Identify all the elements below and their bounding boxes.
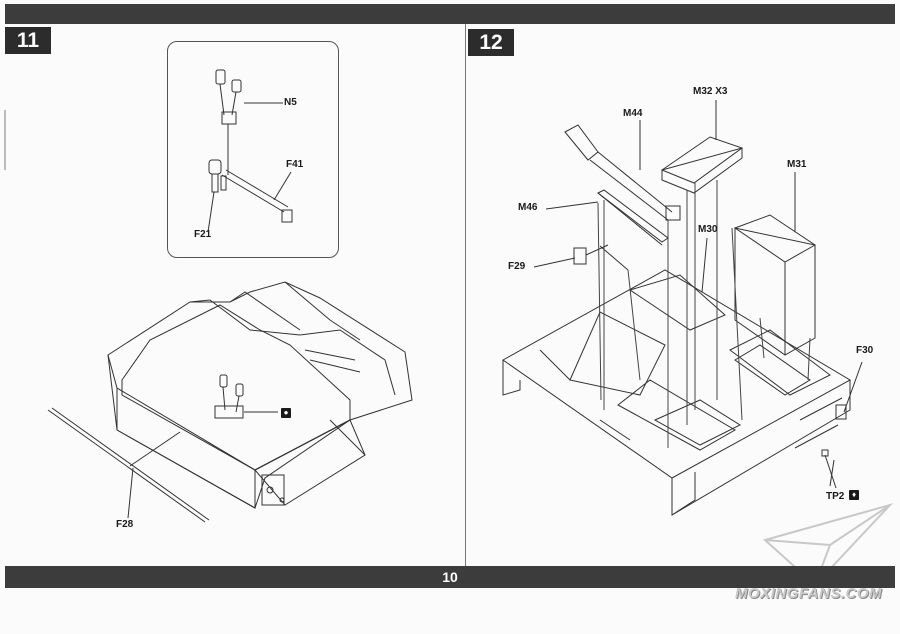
tp2-leader-line <box>829 459 835 487</box>
page-divider <box>465 24 466 566</box>
label-f28: F28 <box>116 519 134 530</box>
f41-leader-line <box>273 171 292 201</box>
rod-part-f28 <box>47 407 210 523</box>
rail-part-m46 <box>597 189 669 246</box>
hull-floor-step-12 <box>502 269 852 516</box>
bottom-footer-bar: 10 <box>5 566 895 588</box>
f28-leader-line <box>127 467 134 519</box>
box-part-m31 <box>733 214 816 356</box>
label-m32: M32 X3 <box>693 86 728 97</box>
bracket-part-f30 <box>794 397 847 449</box>
label-m30: M30 <box>698 224 718 235</box>
sprue-part-m44 <box>564 124 681 221</box>
glue-mark-icon: ● <box>281 408 291 418</box>
step-12-assembly-lines <box>597 180 811 448</box>
f29-leader-line <box>533 257 576 268</box>
watermark-text: MOXINGFANS.COM <box>735 585 883 602</box>
label-n5: N5 <box>284 97 297 108</box>
watermark-plane-logo <box>762 503 894 587</box>
label-f21: F21 <box>194 229 212 240</box>
label-f29: F29 <box>508 261 526 272</box>
watermark: MOXINGFANS.COM <box>735 585 895 607</box>
label-m44: M44 <box>623 108 643 119</box>
page-number: 10 <box>442 569 458 585</box>
levers-installed <box>214 374 278 419</box>
photo-etch-mark-icon: ♦ <box>849 490 859 500</box>
lever-assembly-n5 <box>215 69 242 175</box>
label-f30: F30 <box>856 345 874 356</box>
hull-assembly-step-11 <box>107 281 413 509</box>
step-11-badge: 11 <box>5 27 51 54</box>
top-header-bar <box>5 4 895 24</box>
label-m31: M31 <box>787 159 807 170</box>
m30-leader-line <box>701 237 708 293</box>
m46-leader-line <box>545 201 599 210</box>
clamp-part-f29 <box>573 244 629 271</box>
block-part-m32 <box>660 136 744 194</box>
scan-edge-mark <box>4 110 6 170</box>
step-12-badge: 12 <box>468 29 514 56</box>
label-m46: M46 <box>518 202 538 213</box>
fastener-part-tp2 <box>821 449 837 489</box>
step-11-detail-inset <box>167 41 339 258</box>
f30-leader-line <box>843 361 863 413</box>
f21-leader-line <box>207 191 215 233</box>
base-part-f21 <box>208 159 293 223</box>
label-tp2: TP2 <box>826 491 845 502</box>
label-f41: F41 <box>286 159 304 170</box>
